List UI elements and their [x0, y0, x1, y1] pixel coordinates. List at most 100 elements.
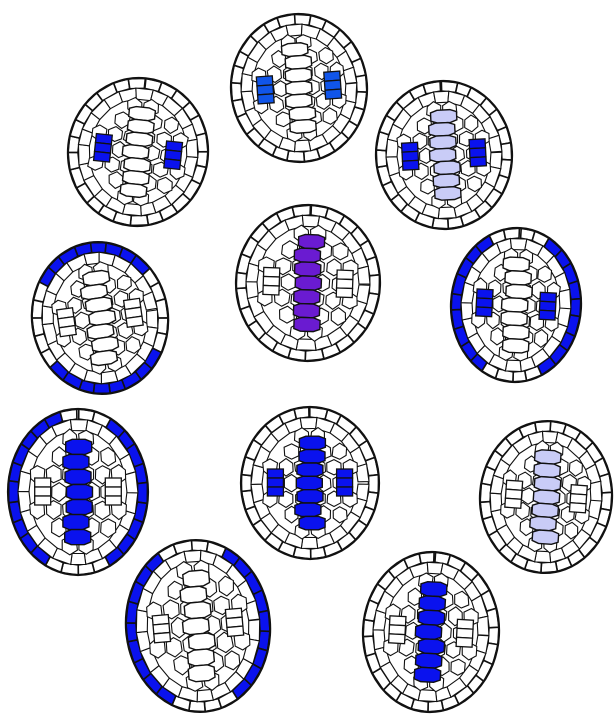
center-column-cell [187, 648, 214, 666]
mesh-cell [276, 111, 291, 127]
center-column-cell [297, 463, 323, 476]
outer-left-cell [35, 487, 51, 496]
outer-right-cell [457, 619, 473, 629]
outer-left-cell [35, 496, 51, 505]
section-upper-right [372, 78, 516, 233]
center-column-cell [418, 639, 445, 655]
ring-cell [451, 294, 462, 311]
inner-ring-cell [438, 207, 457, 219]
section-lower-left [8, 409, 148, 575]
center-column-cell [532, 503, 559, 518]
center-column-cell [289, 106, 316, 121]
section-lower-right [475, 417, 616, 578]
outer-right-cell [569, 503, 586, 513]
ring-cell [9, 481, 19, 503]
mesh-cell [281, 274, 297, 291]
section-middle-right [447, 225, 585, 386]
outer-left-cell [402, 142, 418, 152]
mesh-cell [74, 311, 90, 330]
ring-cell [236, 272, 246, 288]
outer-left-cell [263, 276, 279, 286]
mesh-cell [420, 179, 435, 195]
mesh-cell [52, 483, 67, 502]
outer-right-cell [456, 637, 472, 647]
inner-ring-cell [125, 472, 138, 493]
center-column-cell [429, 148, 456, 162]
center-column-cell [434, 161, 461, 175]
section-center [233, 203, 382, 364]
center-column-cell [299, 516, 325, 529]
center-column-cell [184, 601, 211, 619]
section-lower-center [241, 407, 379, 559]
center-column-cell [435, 186, 462, 200]
outer-left-cell [476, 307, 492, 317]
outer-right-cell [470, 148, 486, 158]
section-middle-left [22, 233, 178, 402]
center-column-cell [502, 338, 529, 353]
center-column-cell [67, 485, 93, 500]
inner-ring-cell [488, 135, 501, 152]
inner-ring-cell [302, 215, 320, 227]
outer-left-cell [505, 498, 522, 508]
inner-ring-cell [196, 689, 213, 701]
center-column-cell [285, 68, 312, 83]
center-column-cell [429, 122, 456, 136]
inner-ring-cell [427, 562, 443, 574]
outer-right-cell [469, 139, 485, 149]
inner-ring-cell [434, 91, 450, 103]
inner-ring-cell [251, 484, 264, 503]
mesh-cell [333, 507, 347, 523]
center-column-cell [285, 55, 312, 70]
inner-ring-cell [100, 371, 118, 384]
center-column-cell [415, 624, 442, 640]
center-column-cell [503, 257, 530, 272]
mesh-cell [116, 274, 132, 291]
center-column-cell [66, 439, 92, 454]
mesh-cell [279, 306, 294, 323]
center-column-cell [290, 119, 317, 134]
center-column-cell [299, 436, 325, 449]
center-column-cell [294, 248, 320, 263]
center-column-cell [294, 262, 320, 277]
outer-left-cell [267, 469, 283, 478]
outer-right-cell [539, 301, 555, 311]
outer-left-cell [402, 151, 418, 161]
center-column-cell [180, 586, 207, 604]
center-column-cell [501, 297, 528, 312]
inner-ring-cell [184, 550, 202, 563]
center-column-cell [420, 581, 447, 597]
inner-ring-cell [245, 282, 258, 299]
center-column-cell [533, 489, 560, 504]
outer-left-cell [267, 487, 283, 496]
outer-right-cell [164, 159, 181, 170]
center-column-cell [183, 570, 210, 588]
outer-left-cell [390, 616, 406, 626]
mesh-cell [332, 443, 347, 459]
center-column-cell [188, 633, 215, 651]
inner-ring-cell [505, 360, 521, 372]
center-column-cell [501, 311, 528, 326]
center-column-cell [182, 617, 209, 635]
ring-cell [376, 149, 387, 167]
inner-ring-cell [301, 537, 317, 548]
center-column-cell [295, 503, 321, 516]
center-column-cell [534, 476, 561, 491]
outer-left-cell [402, 160, 418, 170]
section-bottom-left [119, 534, 277, 716]
section-bottom-right [359, 549, 503, 716]
outer-right-cell [336, 288, 352, 298]
outer-left-cell [94, 151, 111, 162]
outer-left-cell [389, 625, 405, 635]
outer-left-cell [263, 285, 279, 295]
outer-left-cell [154, 632, 171, 642]
center-column-cell [419, 596, 446, 612]
center-column-cell [430, 109, 457, 123]
center-column-cell [505, 270, 532, 285]
outer-left-cell [389, 634, 405, 644]
center-column-cell [415, 653, 442, 669]
outer-right-cell [470, 157, 486, 167]
outer-right-cell [105, 496, 121, 505]
outer-right-cell [337, 469, 353, 478]
center-column-cell [299, 450, 325, 463]
inner-ring-cell [300, 418, 317, 429]
